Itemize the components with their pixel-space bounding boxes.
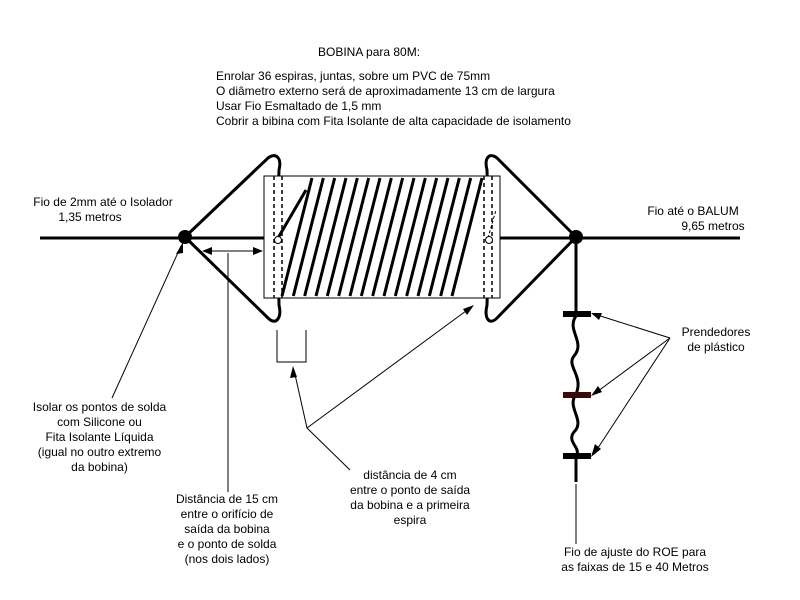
left-wire-label-line2: 1,35 metros: [58, 210, 122, 224]
distance-15cm-line3: saída da bobina: [184, 522, 270, 536]
dimension-4cm-bracket: [276, 330, 307, 363]
clips-label-line1: Prendedores: [681, 325, 751, 339]
roe-label-line2: as faixas de 15 e 40 Metros: [561, 560, 709, 574]
solder-label-line5: da bobina): [71, 460, 128, 474]
coil-turn: [359, 177, 393, 297]
coil-turn: [348, 177, 382, 297]
distance4-pointer-c: [306, 427, 351, 471]
distance-4cm-label: distância de 4 cm entre o ponto de saída…: [330, 468, 490, 528]
right-exit-hole: [485, 236, 493, 244]
coil-windings: [280, 177, 484, 297]
dimension-15cm-arrow-right: [253, 247, 263, 255]
distance-15cm-line2: entre o orifício de: [180, 507, 274, 521]
right-wire-label: Fio até o BALUM 9,65 metros: [628, 204, 758, 234]
coil-turn: [393, 177, 427, 297]
coil-turn: [416, 177, 450, 297]
left-upper-lead: [183, 154, 282, 239]
note-line-1: Enrolar 36 espiras, juntas, sobre um PVC…: [216, 69, 491, 83]
clip-pointer-arrow-bottom: [591, 444, 601, 457]
solder-pointer-arrow: [176, 242, 183, 254]
coil-turn: [325, 177, 359, 297]
distance-15cm-label: Distância de 15 cm entre o orifício de s…: [152, 492, 302, 567]
solder-label: Isolar os pontos de solda com Silicone o…: [12, 400, 187, 475]
distance-4cm-line1: distância de 4 cm: [363, 468, 457, 482]
solder-label-line3: Fita Isolante Líquida: [45, 430, 154, 444]
distance4-pointer-b-arrow: [463, 305, 474, 315]
coil-turn: [303, 177, 337, 297]
right-lower-lead: [484, 235, 578, 323]
clip-bottom: [563, 453, 591, 459]
right-wire-label-line1: Fio até o BALUM: [647, 204, 739, 218]
coil-turn: [405, 177, 439, 297]
coil-turn: [439, 177, 473, 297]
clip-pointer-bottom: [593, 337, 671, 455]
solder-label-line4: (igual no outro extremo: [37, 445, 162, 459]
left-inner-lead: [276, 189, 308, 239]
coil-turn: [280, 177, 314, 297]
left-exit-hole: [274, 236, 282, 244]
coil-turn: [337, 177, 371, 297]
right-upper-lead: [484, 154, 578, 239]
distance-4cm-line3: da bobina e a primeira: [350, 498, 470, 512]
note-line-3: Usar Fio Esmaltado de 1,5 mm: [216, 99, 382, 113]
left-wire-label: Fio de 2mm até o Isolador 1,35 metros: [8, 195, 198, 225]
distance4-pointer-a: [293, 369, 308, 429]
distance-15cm-line1: Distância de 15 cm: [175, 492, 279, 506]
title: BOBINA para 80M:: [318, 45, 421, 59]
solder-label-line2: com Silicone ou: [57, 415, 142, 429]
distance-4cm-line4: espira: [393, 513, 427, 527]
roe-wire-wavy: [570, 315, 580, 457]
coil-turn: [427, 177, 461, 297]
distance-4cm-line2: entre o ponto de saída: [349, 483, 471, 497]
coil-turn: [314, 177, 348, 297]
clip-top: [563, 311, 591, 317]
clips-label-line2: de plástico: [687, 340, 745, 354]
clip-pointer-arrow-middle: [591, 386, 602, 396]
coil-body: [263, 175, 501, 299]
clip-pointer-arrow-top: [591, 313, 602, 320]
solder-label-line1: Isolar os pontos de solda: [32, 400, 167, 414]
distance4-pointer-a-arrow: [290, 366, 297, 378]
roe-label: Fio de ajuste do ROE para as faixas de 1…: [540, 545, 730, 575]
clip-middle: [563, 392, 591, 398]
right-wire-label-line2: 9,65 metros: [681, 219, 745, 233]
note-line-4: Cobrir a bibina com Fita Isolante de alt…: [216, 114, 571, 128]
roe-label-line1: Fio de ajuste do ROE para: [563, 545, 707, 559]
coil-turn: [371, 177, 405, 297]
clip-pointer-middle: [593, 337, 671, 395]
distance4-pointer-b: [306, 307, 471, 429]
coil-turn: [382, 177, 416, 297]
coil-turn: [450, 177, 484, 297]
coil-turn: [291, 177, 325, 297]
distance-15cm-line4: e o ponto de solda: [177, 537, 277, 551]
left-lower-lead: [183, 235, 282, 323]
clip-pointer-top: [593, 313, 671, 339]
clips-label: Prendedores de plástico: [666, 325, 766, 355]
dimension-15cm-arrow-left: [202, 247, 212, 255]
note-line-2: O diâmetro externo será de aproximadamen…: [216, 84, 555, 98]
distance-15cm-line5: (nos dois lados): [184, 552, 270, 566]
left-wire-label-line1: Fio de 2mm até o Isolador: [33, 195, 173, 209]
solder-pointer-line: [111, 245, 182, 399]
